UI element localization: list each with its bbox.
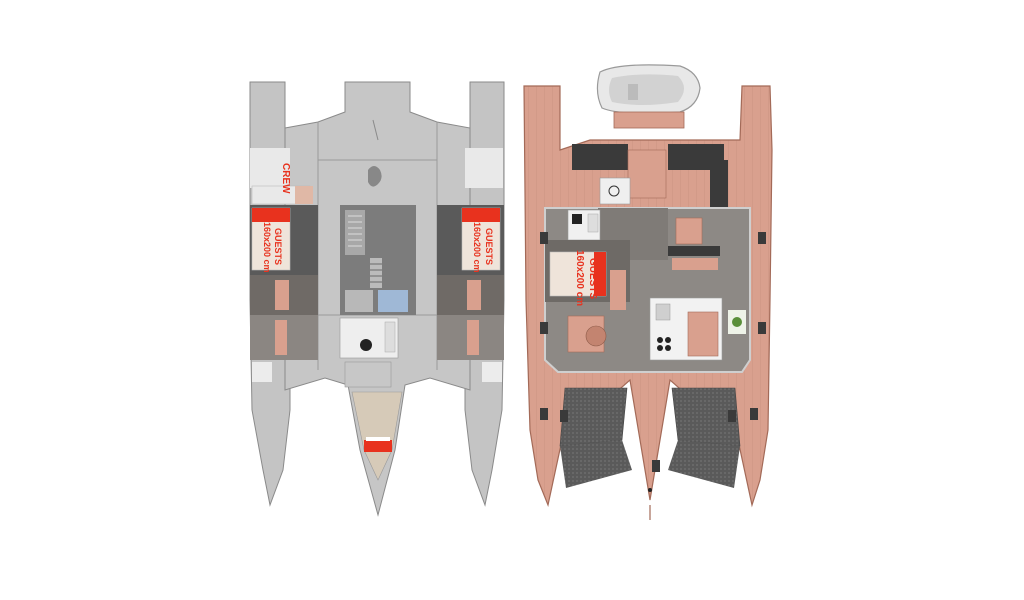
bow-cabin — [351, 391, 403, 481]
lower-deck-plan: CREW GUESTS 160x200 cm GUESTS 160x200 cm — [249, 81, 505, 517]
port-trampoline — [559, 387, 628, 447]
svg-text:GUESTS: GUESTS — [273, 228, 283, 265]
svg-text:160x200 cm: 160x200 cm — [574, 250, 585, 306]
svg-text:160x200 cm: 160x200 cm — [262, 222, 272, 273]
svg-text:160x200 cm: 160x200 cm — [472, 222, 482, 273]
crew-label: CREW — [280, 163, 291, 194]
svg-text:GUESTS: GUESTS — [484, 228, 494, 265]
main-deck-plan: GUESTS 160x200 cm — [523, 64, 773, 520]
svg-text:GUESTS: GUESTS — [587, 258, 598, 299]
